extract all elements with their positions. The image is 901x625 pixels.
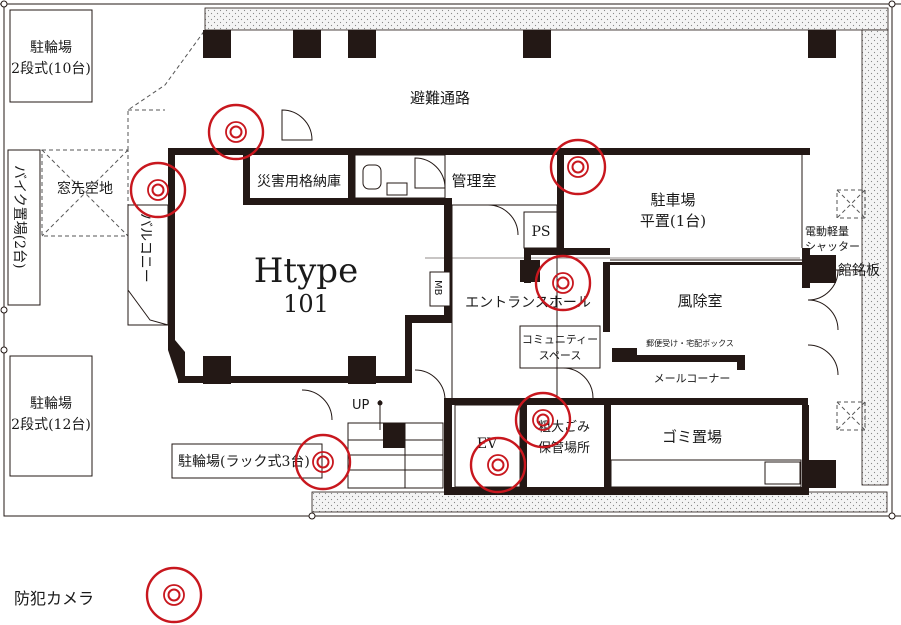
security-cameras <box>129 103 607 494</box>
garbage-label: ゴミ置場 <box>662 428 722 446</box>
community-sub: スペース <box>539 349 582 362</box>
security-camera-icon <box>312 451 334 473</box>
mail-corner-label: メールコーナー <box>654 372 731 385</box>
bike-rack-label: 駐輪場(ラック式3台) <box>178 453 310 470</box>
security-camera-icon <box>225 121 247 143</box>
interior-lines <box>127 109 866 489</box>
mgmt-room-label: 管理室 <box>451 172 496 190</box>
site-boundary <box>0 0 901 520</box>
unit-number-label: 101 <box>283 290 329 318</box>
shutter-sub: シャッター <box>805 240 860 253</box>
bike-parking-left: 駐輪場 2段式(12台) <box>9 355 93 477</box>
unit-type-label: Htype <box>254 251 358 291</box>
columns <box>203 30 836 488</box>
parking-sub: 平置(1台) <box>640 212 706 230</box>
bulky-label: 粗大ごみ <box>538 419 590 435</box>
window-space: 窓先空地 <box>41 149 129 237</box>
shutter-label: 電動軽量 <box>805 224 849 238</box>
disaster-storage-label: 災害用格納庫 <box>257 173 341 190</box>
security-camera-icon <box>567 156 589 178</box>
bike-left-label: 駐輪場 <box>30 395 72 412</box>
fixtures <box>362 164 800 259</box>
security-camera-icon <box>163 584 185 606</box>
bike-side: バイク置場(2台) <box>7 149 41 306</box>
bike-top-sub: 2段式(10台) <box>11 61 91 77</box>
balcony-label: バルコニー <box>137 213 153 283</box>
up-label: UP <box>352 398 370 413</box>
security-camera-icon <box>552 272 574 294</box>
bike-side-label: バイク置場(2台) <box>11 165 27 269</box>
legend: 防犯カメラ <box>14 566 203 624</box>
evac-route-label: 避難通路 <box>410 89 470 107</box>
boundary-hatch <box>204 7 889 513</box>
bike-top-label: 駐輪場 <box>30 39 72 56</box>
nameplate-label: 館銘板 <box>838 262 880 279</box>
camera-halo <box>129 103 607 494</box>
bike-parking-top: 駐輪場 2段式(10台) <box>9 9 93 103</box>
security-camera-icon <box>487 454 509 476</box>
legend-label: 防犯カメラ <box>14 589 94 608</box>
legend-camera-halo <box>145 566 203 624</box>
window-space-label: 窓先空地 <box>57 180 113 197</box>
security-camera-icon <box>147 179 169 201</box>
mb-label: MB <box>432 280 443 296</box>
community-label: コミュニティー <box>522 333 598 346</box>
bike-left-sub: 2段式(12台) <box>11 417 91 433</box>
building-walls <box>168 148 810 495</box>
entrance-hall-label: エントランスホール <box>465 295 591 311</box>
ps-label: PS <box>531 224 550 240</box>
parking-label: 駐車場 <box>650 191 695 209</box>
bike-rack: 駐輪場(ラック式3台) <box>171 443 323 479</box>
ev-label: EV <box>477 436 498 452</box>
windbreak-label: 風除室 <box>677 292 722 310</box>
dashed-outline <box>127 29 206 150</box>
parcel-box-label: 郵便受け・宅配ボックス <box>646 338 734 348</box>
room-labels: 避難通路 災害用格納庫 管理室 駐車場 平置(1台) 電動軽量 シャッター 館銘… <box>137 89 880 456</box>
bulky-sub: 保管場所 <box>538 441 590 456</box>
